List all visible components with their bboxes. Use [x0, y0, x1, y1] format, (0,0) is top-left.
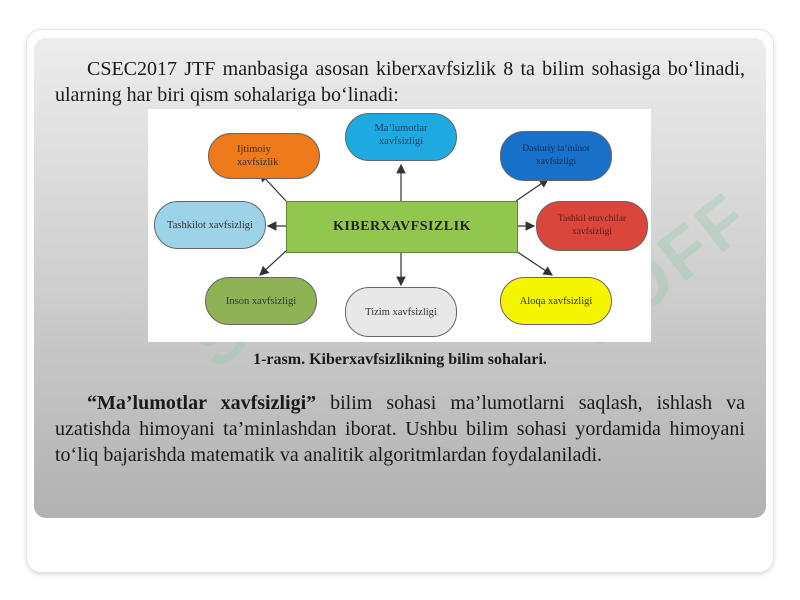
intro-text: CSEC2017 JTF manbasiga asosan kiberxavfs…: [55, 58, 745, 106]
node-organization-security: Tashkilot xavfsizligi: [154, 201, 266, 249]
diagram-arrows: [259, 163, 553, 287]
knowledge-areas-diagram: Ijtimoiy xavfsizlik Ma’lumotlar xavfsizl…: [148, 109, 651, 342]
node-component-security: Tashkil etuvchilar xavfsizligi: [536, 201, 648, 251]
node-data-security: Ma’lumotlar xavfsizligi: [345, 113, 457, 161]
figure-caption: 1-rasm. Kiberxavfsizlikning bilim sohala…: [253, 351, 547, 368]
intro-paragraph: CSEC2017 JTF manbasiga asosan kiberxavfs…: [55, 56, 745, 108]
node-software-security: Dasturiy ta’minot xavfsizligi: [500, 131, 612, 181]
node-system-security: Tizim xavfsizligi: [345, 287, 457, 337]
node-human-security: Inson xavfsizligi: [205, 277, 317, 325]
body-paragraph: “Ma’lumotlar xavfsizligi” bilim sohasi m…: [55, 390, 745, 468]
node-connection-security: Aloqa xavfsizligi: [500, 277, 612, 325]
node-societal-security: Ijtimoiy xavfsizlik: [208, 133, 320, 179]
body-text: bilim sohasi ma’lumotlarni saqlash, ishl…: [55, 392, 745, 466]
center-cybersecurity-box: KIBERXAVFSIZLIK: [286, 201, 518, 253]
bold-term: “Ma’lumotlar xavfsizligi”: [87, 392, 317, 414]
